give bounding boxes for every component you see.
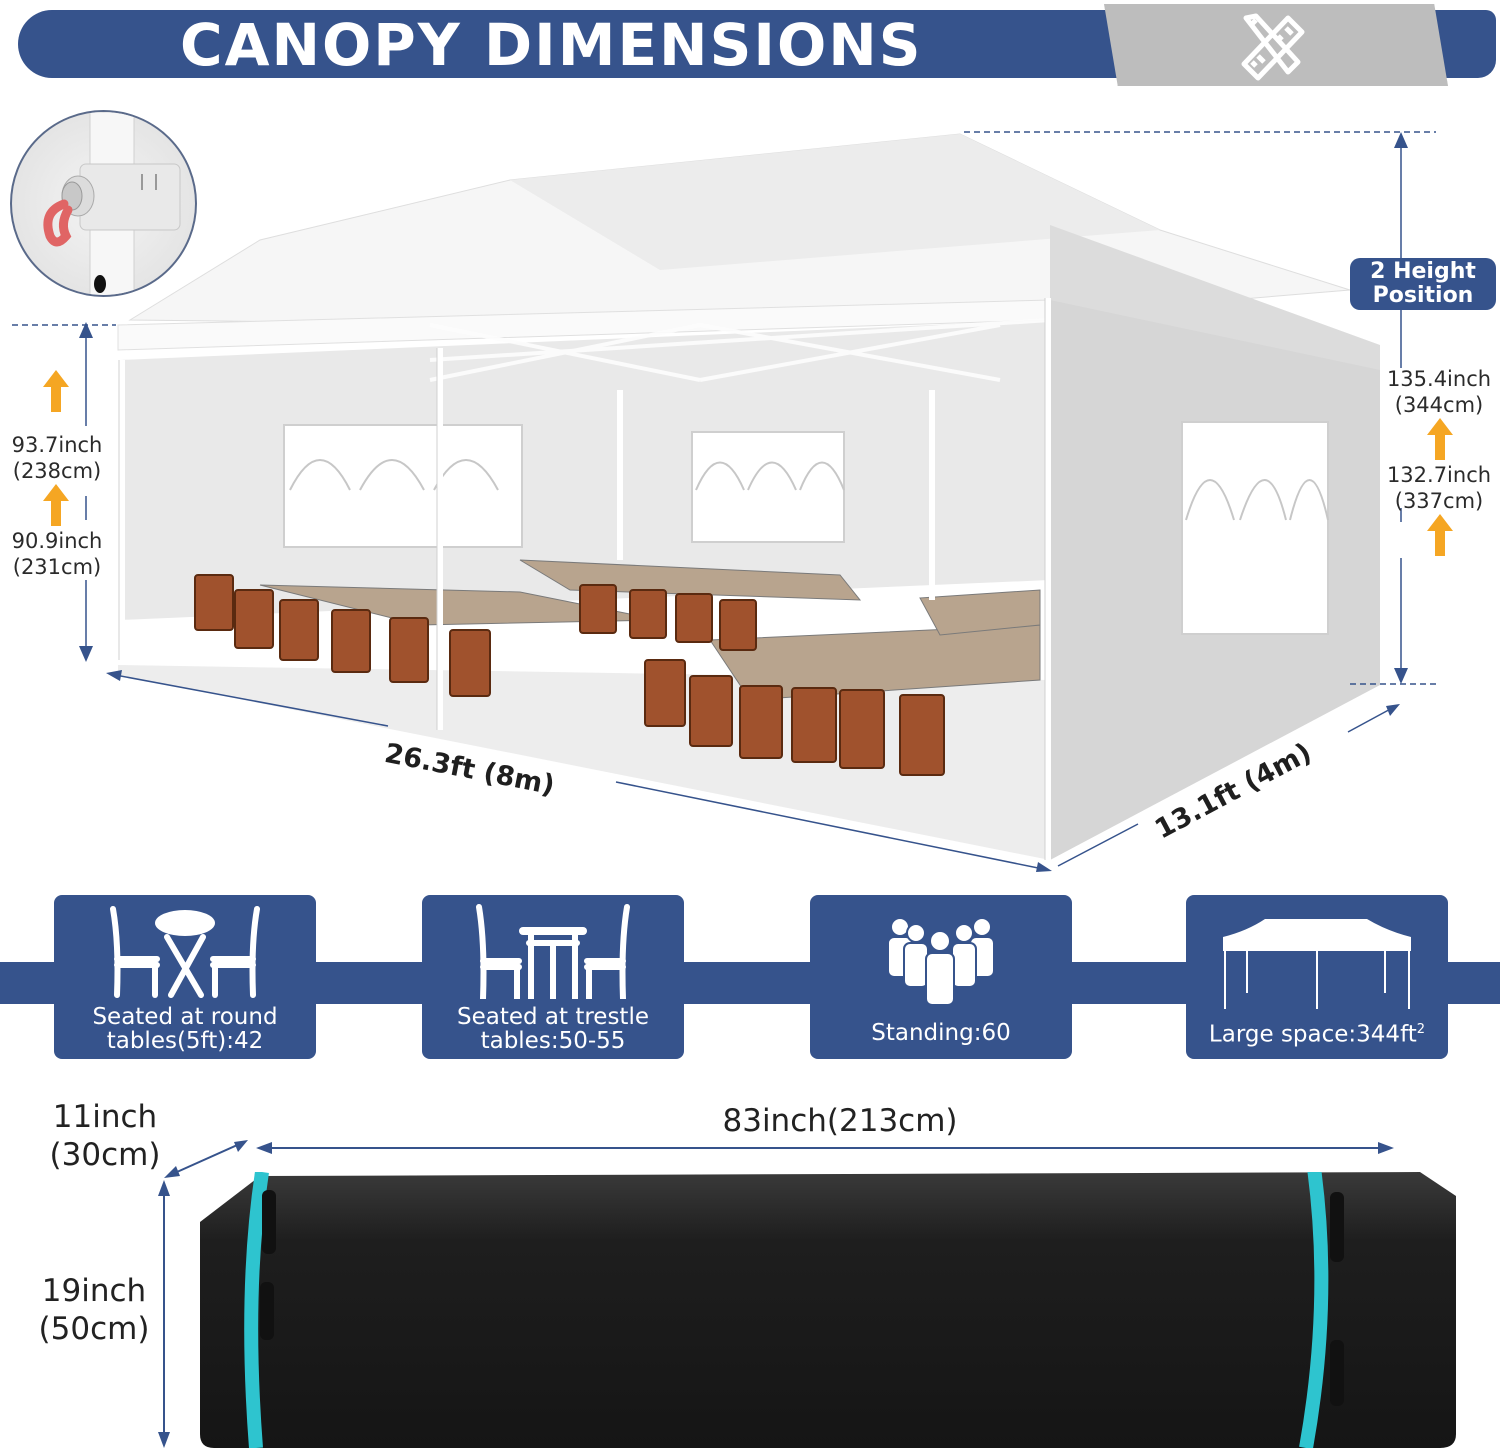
page-title: CANOPY DIMENSIONS (180, 11, 923, 79)
height-adjust-pin-icon (43, 112, 181, 295)
bag-depth-inch: 11inch (52, 1099, 158, 1135)
canopy-tent-illustration (117, 133, 1380, 860)
up-arrow-icon (1427, 418, 1453, 460)
leg-height-dimension-lines (12, 322, 116, 662)
canopy-tent-icon (1223, 919, 1411, 1009)
capacity-label: Large space:344ft2 (1186, 1018, 1448, 1047)
up-arrow-icon (43, 484, 69, 526)
leg-height-high-cm: (238cm) (12, 459, 102, 483)
bag-height-inch: 19inch (41, 1273, 147, 1309)
badge-line-1: 2 Height (1370, 259, 1476, 284)
bag-height-label: 19inch (50cm) (24, 1272, 164, 1348)
up-arrow-icon (1427, 514, 1453, 556)
leg-height-low-inch: 90.9inch (11, 529, 103, 553)
capacity-label-line2: tables(5ft):42 (106, 1028, 264, 1054)
peak-height-low-cm: (337cm) (1394, 489, 1484, 513)
leg-height-low: 90.9inch (231cm) (2, 528, 112, 580)
bag-height-cm: (50cm) (38, 1311, 150, 1347)
peak-height-high-cm: (344cm) (1394, 393, 1484, 417)
header-icon-tab (1104, 4, 1448, 86)
leg-height-low-cm: (231cm) (12, 555, 102, 579)
bag-depth-label: 11inch (30cm) (30, 1098, 180, 1174)
capacity-label: Standing:60 (810, 1021, 1072, 1045)
round-table-chairs-icon (110, 906, 260, 998)
height-adjust-detail-inset (10, 110, 197, 297)
peak-height-low: 132.7inch (337cm) (1378, 462, 1500, 514)
two-height-position-badge: 2 Height Position (1350, 258, 1496, 310)
capacity-label-line1: Standing:60 (871, 1020, 1011, 1046)
capacity-label: Seated at round tables(5ft):42 (54, 1005, 316, 1053)
capacity-label-line1: Seated at round (92, 1004, 278, 1030)
capacity-label-line1: Seated at trestle (456, 1004, 649, 1030)
carry-bag-illustration (200, 1172, 1456, 1448)
bag-dimension-lines (158, 1140, 1394, 1448)
peak-height-high: 135.4inch (344cm) (1378, 366, 1500, 418)
capacity-card-round-tables: Seated at round tables(5ft):42 (54, 895, 316, 1059)
trestle-table-chairs-icon (476, 904, 630, 999)
bag-length-label: 83inch(213cm) (722, 1103, 958, 1139)
peak-height-high-inch: 135.4inch (1386, 367, 1492, 391)
up-arrow-icon (43, 370, 69, 412)
capacity-label-line1: Large space:344ft (1208, 1022, 1417, 1048)
footprint-dimension-lines (106, 670, 1400, 872)
crowd-people-icon (887, 917, 995, 1005)
capacity-card-trestle-tables: Seated at trestle tables:50-55 (422, 895, 684, 1059)
badge-line-2: Position (1372, 283, 1474, 308)
capacity-label: Seated at trestle tables:50-55 (422, 1005, 684, 1053)
leg-height-high-inch: 93.7inch (11, 433, 103, 457)
peak-height-low-inch: 132.7inch (1386, 463, 1492, 487)
peak-height-dimension-lines (964, 131, 1436, 685)
bag-depth-cm: (30cm) (49, 1137, 161, 1173)
capacity-card-large-space: Large space:344ft2 (1186, 895, 1448, 1059)
ruler-pencil-icon (1241, 13, 1305, 81)
leg-height-high: 93.7inch (238cm) (2, 432, 112, 484)
superscript-2: 2 (1416, 1022, 1426, 1038)
capacity-card-standing: Standing:60 (810, 895, 1072, 1059)
capacity-label-line2: tables:50-55 (480, 1028, 626, 1054)
